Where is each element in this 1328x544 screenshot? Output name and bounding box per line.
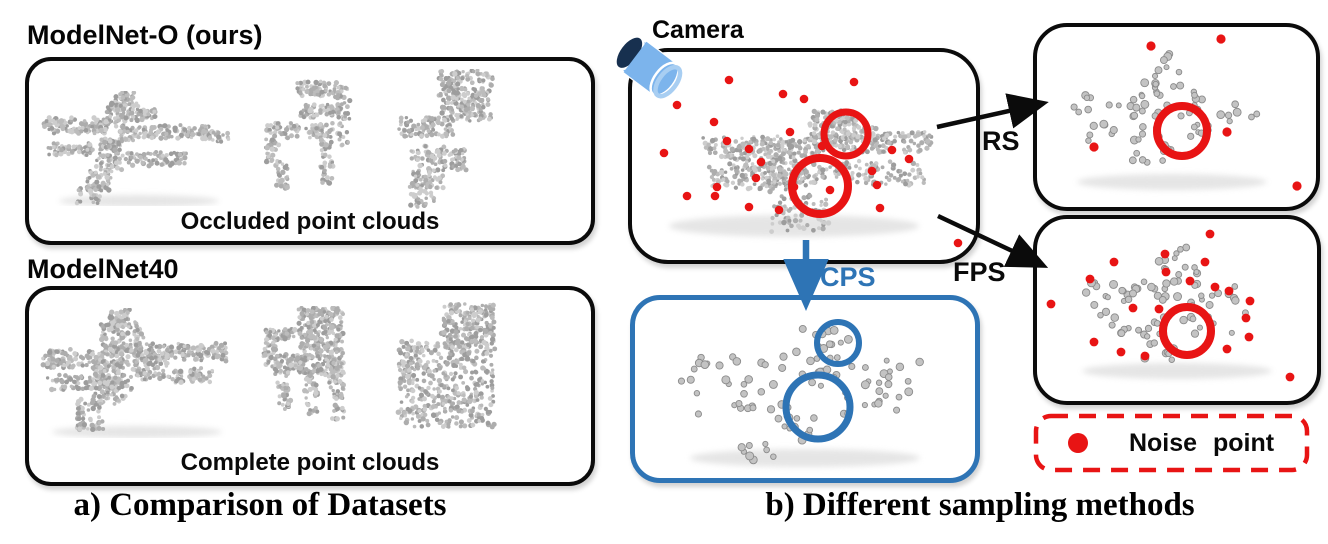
- caption-b: b) Different sampling methods: [765, 487, 1195, 523]
- occluded-label: Occluded point clouds: [180, 208, 440, 235]
- cps-label: CPS: [820, 262, 876, 292]
- occluded-box: Occluded point clouds: [25, 57, 595, 245]
- cps-sampled-pointcloud: [677, 319, 924, 467]
- occluded-chair-pointcloud: [263, 79, 353, 191]
- fps-sampled-pointcloud: [1046, 229, 1295, 382]
- noise-legend-border: [1033, 413, 1310, 473]
- complete-box: Complete point clouds: [25, 286, 595, 486]
- complete-chair-pointcloud: [261, 306, 347, 422]
- complete-airplane-pointcloud: [40, 308, 229, 438]
- cps-result-box: [630, 295, 980, 483]
- rs-label: RS: [982, 126, 1020, 156]
- noise-legend-label: Noise point: [1128, 428, 1275, 457]
- camera-label: Camera: [652, 16, 744, 44]
- modelnet40-title: ModelNet40: [27, 254, 179, 284]
- occluded-armchair-pointcloud: [397, 69, 495, 209]
- modelnet-o-title: ModelNet-O (ours): [27, 20, 263, 50]
- complete-label: Complete point clouds: [180, 449, 440, 476]
- occluded-airplane-pointcloud: [41, 91, 231, 206]
- complete-armchair-pointcloud: [395, 302, 498, 430]
- scanned-cloud-box: [628, 48, 980, 264]
- rs-sampled-pointcloud: [1070, 34, 1302, 191]
- scanned-airplane-pointcloud: [659, 75, 963, 248]
- caption-a: a) Comparison of Datasets: [73, 487, 447, 523]
- noise-legend: Noise point: [1033, 413, 1310, 473]
- fps-result-box: [1033, 215, 1321, 405]
- rs-result-box: [1033, 23, 1320, 211]
- fps-label: FPS: [953, 257, 1006, 287]
- noise-point-dot: [1068, 433, 1088, 453]
